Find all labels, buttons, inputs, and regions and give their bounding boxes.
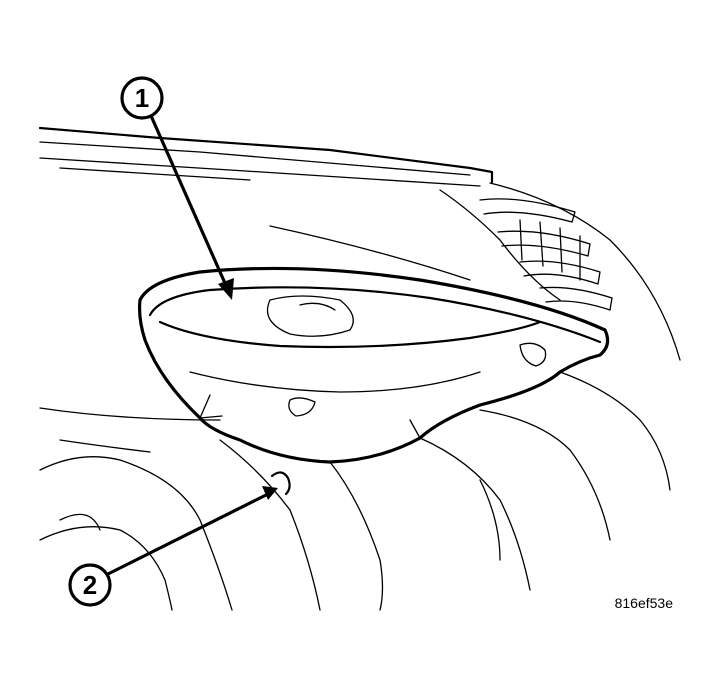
callout-1: 1 [120,76,234,300]
grille [479,198,613,311]
figure-id: 816ef53e [614,595,673,611]
lower-body [39,371,671,611]
callout-2: 2 [68,471,291,607]
adjuster-hook [270,471,291,496]
callout-1-arrowhead [218,278,234,300]
callout-2-circle [68,563,112,607]
hood-lines [38,126,681,361]
callout-1-label: 1 [135,83,149,113]
headlamp-assembly [137,266,610,464]
callout-2-label: 2 [83,570,97,600]
callout-1-leader [150,116,230,292]
callout-2-arrowhead [262,486,278,500]
callout-2-leader [106,492,270,576]
callout-1-circle [120,76,164,120]
